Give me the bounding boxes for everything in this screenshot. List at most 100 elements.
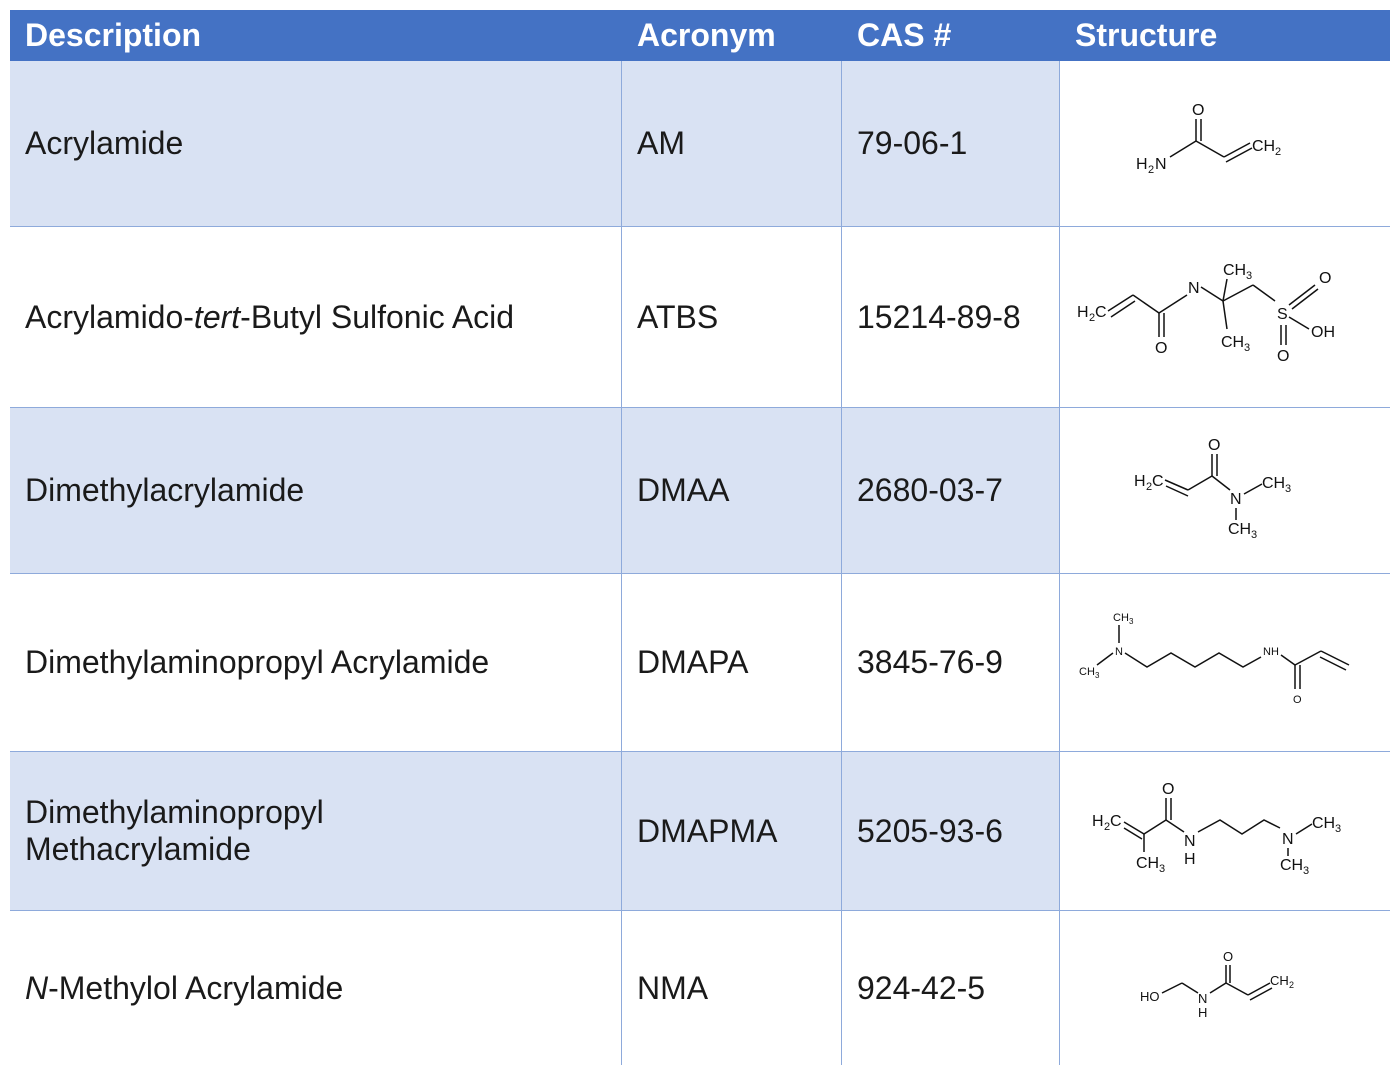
svg-text:C: C	[1110, 813, 1122, 830]
svg-text:N: N	[1115, 646, 1123, 658]
svg-text:O: O	[1192, 102, 1204, 119]
svg-text:O: O	[1208, 437, 1220, 454]
svg-text:NH: NH	[1263, 646, 1279, 658]
svg-text:H: H	[1184, 851, 1196, 868]
svg-text:CH: CH	[1280, 857, 1303, 874]
svg-text:3: 3	[1095, 671, 1100, 680]
svg-text:N: N	[1198, 991, 1207, 1006]
cell-cas: 5205-93-6	[842, 752, 1060, 911]
description-italic-text: N	[25, 969, 49, 1006]
svg-text:3: 3	[1303, 865, 1309, 877]
cell-description: Dimethylaminopropyl Acrylamide	[10, 574, 622, 752]
svg-text:H: H	[1136, 156, 1148, 173]
header-cas: CAS #	[842, 10, 1060, 61]
svg-text:O: O	[1223, 949, 1233, 964]
svg-text:O: O	[1277, 348, 1289, 365]
header-structure: Structure	[1060, 10, 1390, 61]
svg-text:H: H	[1092, 813, 1104, 830]
svg-text:N: N	[1282, 831, 1294, 848]
cell-description: Dimethylacrylamide	[10, 408, 622, 574]
svg-text:CH: CH	[1223, 262, 1246, 279]
svg-text:O: O	[1155, 340, 1167, 357]
description-text: Acrylamido-	[25, 298, 194, 335]
svg-text:N: N	[1184, 833, 1196, 850]
svg-text:2: 2	[1275, 146, 1281, 158]
svg-text:3: 3	[1244, 342, 1250, 354]
svg-text:3: 3	[1246, 270, 1252, 282]
cell-acronym: DMAPA	[622, 574, 842, 752]
svg-text:HO: HO	[1140, 989, 1160, 1004]
cell-description: Acrylamide	[10, 61, 622, 227]
svg-text:O: O	[1162, 781, 1174, 798]
svg-text:CH: CH	[1113, 612, 1129, 624]
table-header: Description Acronym CAS # Structure	[10, 10, 1390, 61]
table-row: Acrylamido-tert-Butyl Sulfonic Acid ATBS…	[10, 227, 1390, 408]
description-text: -Methylol Acrylamide	[48, 969, 344, 1006]
cell-description: Acrylamido-tert-Butyl Sulfonic Acid	[10, 227, 622, 408]
table-row: N-Methylol Acrylamide NMA 924-42-5 HO N …	[10, 911, 1390, 1065]
svg-text:C: C	[1095, 304, 1107, 321]
svg-text:H: H	[1077, 304, 1089, 321]
svg-text:N: N	[1155, 156, 1167, 173]
cell-acronym: DMAPMA	[622, 752, 842, 911]
svg-text:CH: CH	[1262, 475, 1285, 492]
svg-text:CH: CH	[1136, 855, 1159, 872]
cell-description: N-Methylol Acrylamide	[10, 911, 622, 1065]
cell-acronym: NMA	[622, 911, 842, 1065]
svg-text:2: 2	[1104, 821, 1110, 833]
svg-text:N: N	[1188, 280, 1200, 297]
description-text: -Butyl Sulfonic Acid	[240, 298, 515, 335]
svg-text:OH: OH	[1311, 324, 1335, 341]
svg-text:CH: CH	[1228, 521, 1251, 538]
svg-text:O: O	[1293, 694, 1302, 706]
svg-text:2: 2	[1089, 312, 1095, 324]
svg-text:2: 2	[1146, 481, 1152, 493]
svg-text:O: O	[1319, 270, 1331, 287]
svg-text:C: C	[1152, 473, 1164, 490]
header-acronym: Acronym	[622, 10, 842, 61]
cell-acronym: DMAA	[622, 408, 842, 574]
svg-text:H: H	[1134, 473, 1146, 490]
cell-cas: 2680-03-7	[842, 408, 1060, 574]
svg-text:3: 3	[1335, 823, 1341, 835]
description-italic-text: tert	[193, 298, 241, 335]
svg-text:2: 2	[1148, 164, 1154, 176]
svg-text:3: 3	[1159, 863, 1165, 875]
svg-text:3: 3	[1285, 483, 1291, 495]
svg-text:N: N	[1230, 491, 1242, 508]
header-description: Description	[10, 10, 622, 61]
svg-text:3: 3	[1251, 529, 1257, 541]
cell-cas: 924-42-5	[842, 911, 1060, 1065]
svg-text:2: 2	[1289, 980, 1294, 990]
svg-text:H: H	[1198, 1005, 1207, 1020]
svg-text:CH: CH	[1079, 666, 1095, 678]
cell-acronym: ATBS	[622, 227, 842, 408]
cell-cas: 3845-76-9	[842, 574, 1060, 752]
svg-text:S: S	[1277, 306, 1288, 323]
description-line2: Methacrylamide	[25, 831, 251, 867]
table-row: Dimethylaminopropyl Acrylamide DMAPA 384…	[10, 574, 1390, 752]
svg-text:3: 3	[1129, 617, 1134, 626]
svg-text:CH: CH	[1312, 815, 1335, 832]
svg-text:CH: CH	[1252, 138, 1275, 155]
svg-text:CH: CH	[1221, 334, 1244, 351]
cell-acronym: AM	[622, 61, 842, 227]
svg-text:CH: CH	[1270, 973, 1289, 988]
cell-cas: 79-06-1	[842, 61, 1060, 227]
